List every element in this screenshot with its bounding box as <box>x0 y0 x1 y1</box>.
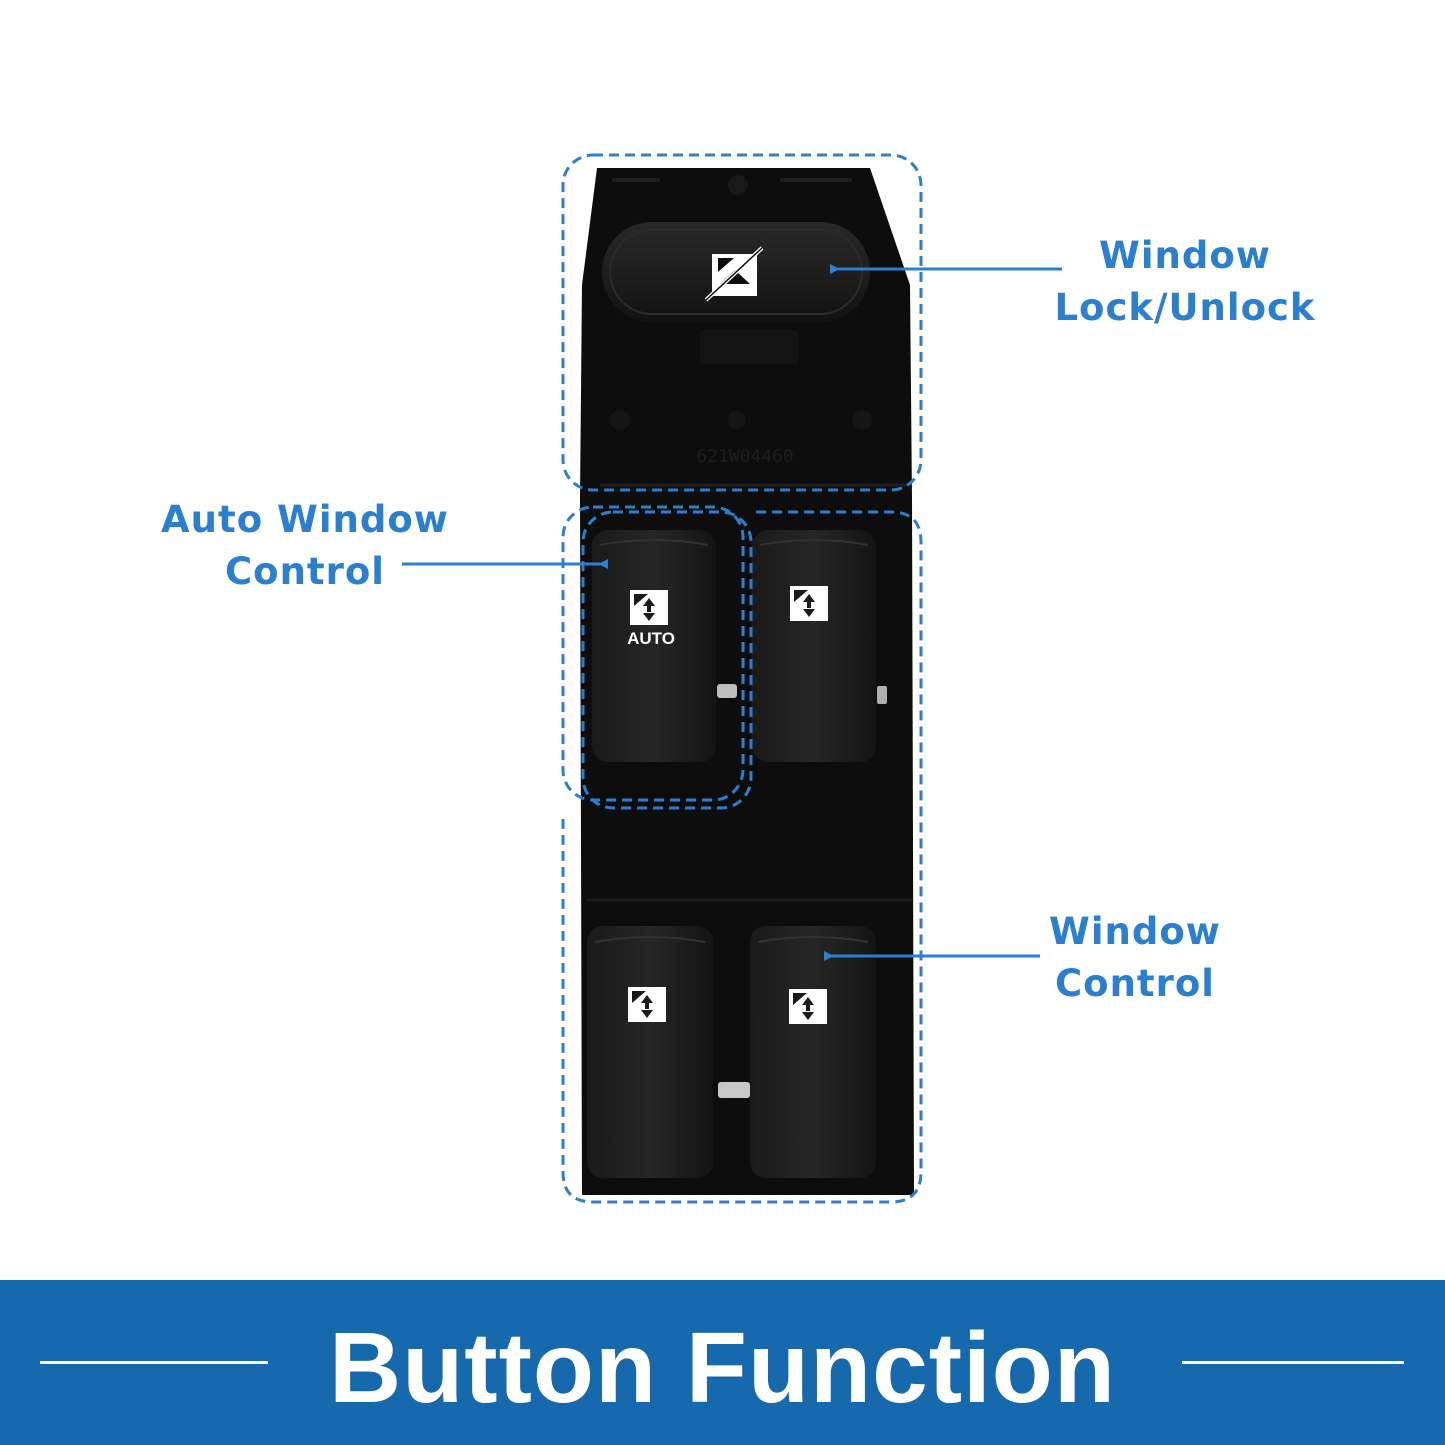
window-lock-crossed-icon <box>704 246 764 302</box>
auto-region-outline-inner <box>581 510 753 810</box>
auto-window-switch[interactable] <box>592 530 716 762</box>
window-callout-label: Window Control <box>1030 906 1240 1010</box>
window-up-down-icon <box>628 987 666 1022</box>
lock-region-outline <box>561 153 923 492</box>
rear-left-window-switch[interactable] <box>587 926 713 1178</box>
window-up-down-icon <box>790 586 828 621</box>
auto-callout-line1: Auto Window <box>161 498 449 541</box>
connector-pin <box>877 686 887 704</box>
lock-callout-line2: Lock/Unlock <box>1054 286 1316 329</box>
switch-diagram: 621W04460 AUTO <box>402 153 1062 1204</box>
auto-callout-label: Auto Window Control <box>150 494 460 598</box>
banner-title: Button Function <box>329 1312 1116 1424</box>
front-passenger-window-switch[interactable] <box>752 530 876 762</box>
window-up-down-icon <box>789 989 827 1024</box>
connector-pin <box>717 684 737 698</box>
banner-rule-left <box>40 1361 268 1364</box>
banner-rule-right <box>1182 1361 1404 1364</box>
auto-callout-line2: Control <box>225 550 385 593</box>
highlight-outlines <box>561 153 923 1204</box>
lock-callout-line1: Window <box>1099 234 1271 277</box>
window-callout-line2: Control <box>1055 962 1215 1005</box>
window-up-down-icon <box>630 590 668 625</box>
window-callout-line1: Window <box>1049 910 1221 953</box>
rear-right-window-switch[interactable] <box>750 926 876 1178</box>
lock-callout-label: Window Lock/Unlock <box>1040 230 1330 334</box>
callout-arrows <box>402 264 1062 961</box>
part-number: 621W04460 <box>696 446 794 467</box>
auto-label: AUTO <box>627 629 675 648</box>
connector-pin <box>718 1082 750 1098</box>
window-region-outline <box>561 510 923 1204</box>
